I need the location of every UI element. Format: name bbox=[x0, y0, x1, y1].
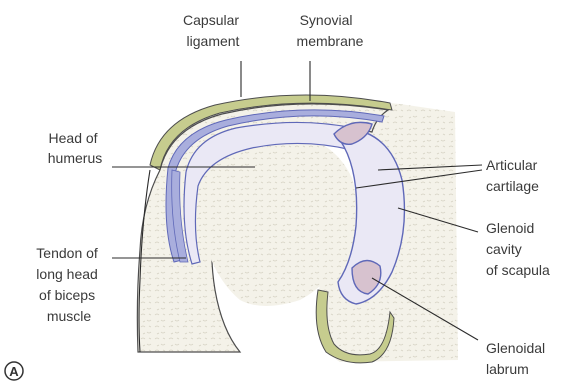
label-synovial-membrane: Synovial membrane bbox=[297, 12, 364, 49]
label-tendon-biceps: Tendon of long head of biceps muscle bbox=[36, 245, 101, 324]
panel-letter: A bbox=[9, 364, 19, 379]
label-articular-cartilage: Articular cartilage bbox=[486, 157, 541, 194]
label-glenoidal-labrum: Glenoidal labrum bbox=[486, 340, 549, 377]
label-capsular-ligament: Capsular ligament bbox=[183, 12, 243, 49]
label-head-of-humerus: Head of humerus bbox=[48, 130, 102, 166]
label-glenoid-cavity: Glenoid cavity of scapula bbox=[486, 220, 550, 278]
